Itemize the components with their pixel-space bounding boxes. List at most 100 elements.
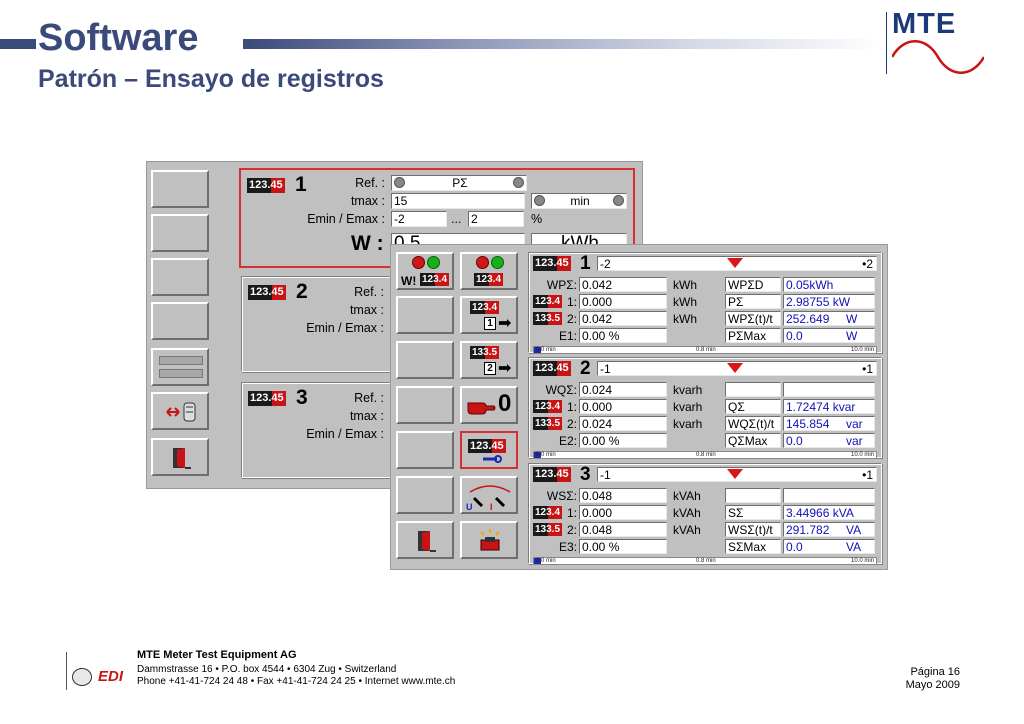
start-button[interactable]: 123.4 [460, 252, 518, 290]
front-side-button-2[interactable] [396, 296, 454, 334]
ref-select-right-icon [513, 177, 524, 188]
tmax-input[interactable]: 15 [391, 193, 525, 209]
meter-badge: 133.5 [533, 417, 563, 430]
front-side-button-3[interactable] [396, 341, 454, 379]
meter-badge: 133.5 [533, 523, 563, 536]
measure-value-field: 1.72474 kvar [783, 399, 875, 414]
measure-label: SΣ [725, 505, 781, 520]
reset-button[interactable]: 0 [460, 386, 518, 424]
tmax-unit-select[interactable]: min [531, 193, 627, 209]
progress-start: 0.0 min [536, 558, 556, 564]
scale-max-value: •1 [862, 468, 873, 482]
measure-value: 3.44966 kVA [786, 506, 854, 520]
measure-label: QΣMax [725, 433, 781, 448]
scale-min-value: -1 [600, 362, 611, 376]
register-unit: kVAh [673, 489, 701, 503]
meter-badge: 123.4 [533, 295, 563, 308]
transfer-icon [166, 402, 196, 422]
error-marker-icon [727, 258, 743, 268]
edi-logo: EDI [98, 668, 124, 685]
register-value: 0.048 [579, 488, 667, 503]
voltage-current-button[interactable]: U I [460, 476, 518, 514]
front-side-button-6[interactable] [396, 476, 454, 514]
measure-value: 0.0 [786, 329, 803, 343]
emax-input[interactable]: 2 [468, 211, 524, 227]
start-warning-button[interactable]: W! 123.4 [396, 252, 454, 290]
transfer-button[interactable] [151, 392, 209, 430]
ref-select[interactable]: PΣ [391, 175, 527, 191]
error-scale: -1•1 [597, 467, 877, 482]
side-button-1[interactable] [151, 170, 209, 208]
logo-divider [886, 12, 887, 74]
range-separator: ... [451, 212, 462, 226]
front-exit-button[interactable] [396, 521, 454, 559]
warning-label: W! [401, 274, 417, 288]
alarm-light-icon [480, 529, 500, 551]
measure-value-field: 3.44966 kVA [783, 505, 875, 520]
ref-select-value: PΣ [452, 176, 468, 190]
register-value: 0.00 % [579, 328, 667, 343]
group-number: 3 [296, 386, 308, 409]
pointing-hand-icon [467, 402, 496, 415]
panel-number: 1 [580, 253, 591, 274]
side-button-2[interactable] [151, 214, 209, 252]
panel-number: 2 [580, 358, 591, 379]
group-number: 1 [295, 173, 307, 196]
footer-page: Página 16 [910, 666, 960, 678]
progress-elapsed: 0.8 min [696, 452, 716, 458]
input-number: 2 [484, 362, 496, 375]
footer-address: Dammstrasse 16 • P.O. box 4544 • 6304 Zu… [137, 664, 397, 675]
measure-label: PΣMax [725, 328, 781, 343]
progress-elapsed: 0.8 min [696, 347, 716, 353]
gauge-icon [469, 485, 511, 508]
measure-label: WPΣD [725, 277, 781, 292]
settings-tool-button[interactable]: 123.45 [460, 431, 518, 469]
unit-select-right-icon [613, 195, 624, 206]
measure-label: WQΣ(t)/t [725, 416, 781, 431]
side-button-4[interactable] [151, 302, 209, 340]
measure-value-field: 0.0 VA [783, 539, 875, 554]
register-value: 0.042 [579, 277, 667, 292]
progress-fill [534, 452, 541, 458]
title-bar-left [0, 39, 36, 49]
u-label: U [466, 502, 473, 512]
measure-label: PΣ [725, 294, 781, 309]
alarm-button[interactable] [460, 521, 518, 559]
zero-label: 0 [498, 390, 512, 417]
input-number: 1 [484, 317, 496, 330]
register-label: 2: [566, 523, 577, 537]
title-bar-right [243, 39, 883, 49]
meter-1-input-button[interactable]: 123.4 1 ➡ [460, 296, 518, 334]
register-label: 1: [566, 506, 577, 520]
side-button-3[interactable] [151, 258, 209, 296]
meter-badge: 123.4 [474, 273, 504, 286]
scale-max-value: •2 [862, 257, 873, 271]
measure-unit: VA [846, 540, 862, 554]
progress-elapsed: 0.8 min [696, 558, 716, 564]
measure-unit: var [846, 417, 863, 431]
measure-value: 145.854 [786, 417, 830, 431]
progress-end: 10.0 min [850, 558, 874, 564]
meter-2-input-button[interactable]: 133.5 2 ➡ [460, 341, 518, 379]
emin-input[interactable]: -2 [391, 211, 447, 227]
sine-wave-icon [892, 40, 984, 74]
front-side-button-4[interactable] [396, 386, 454, 424]
scale-min-value: -2 [600, 257, 611, 271]
measure-value: 1.72474 kvar [786, 400, 856, 414]
register-list-button[interactable] [151, 348, 209, 386]
register-unit: kVAh [673, 523, 701, 537]
exit-button[interactable] [151, 438, 209, 476]
front-side-button-5[interactable] [396, 431, 454, 469]
measure-value: 0.0 [786, 540, 803, 554]
measure-value: 0.0 [786, 434, 803, 448]
tmax-label: tmax : [349, 303, 384, 317]
register-label: E2: [558, 434, 577, 448]
footer-date: Mayo 2009 [905, 679, 960, 691]
tmax-label: tmax : [349, 409, 384, 423]
